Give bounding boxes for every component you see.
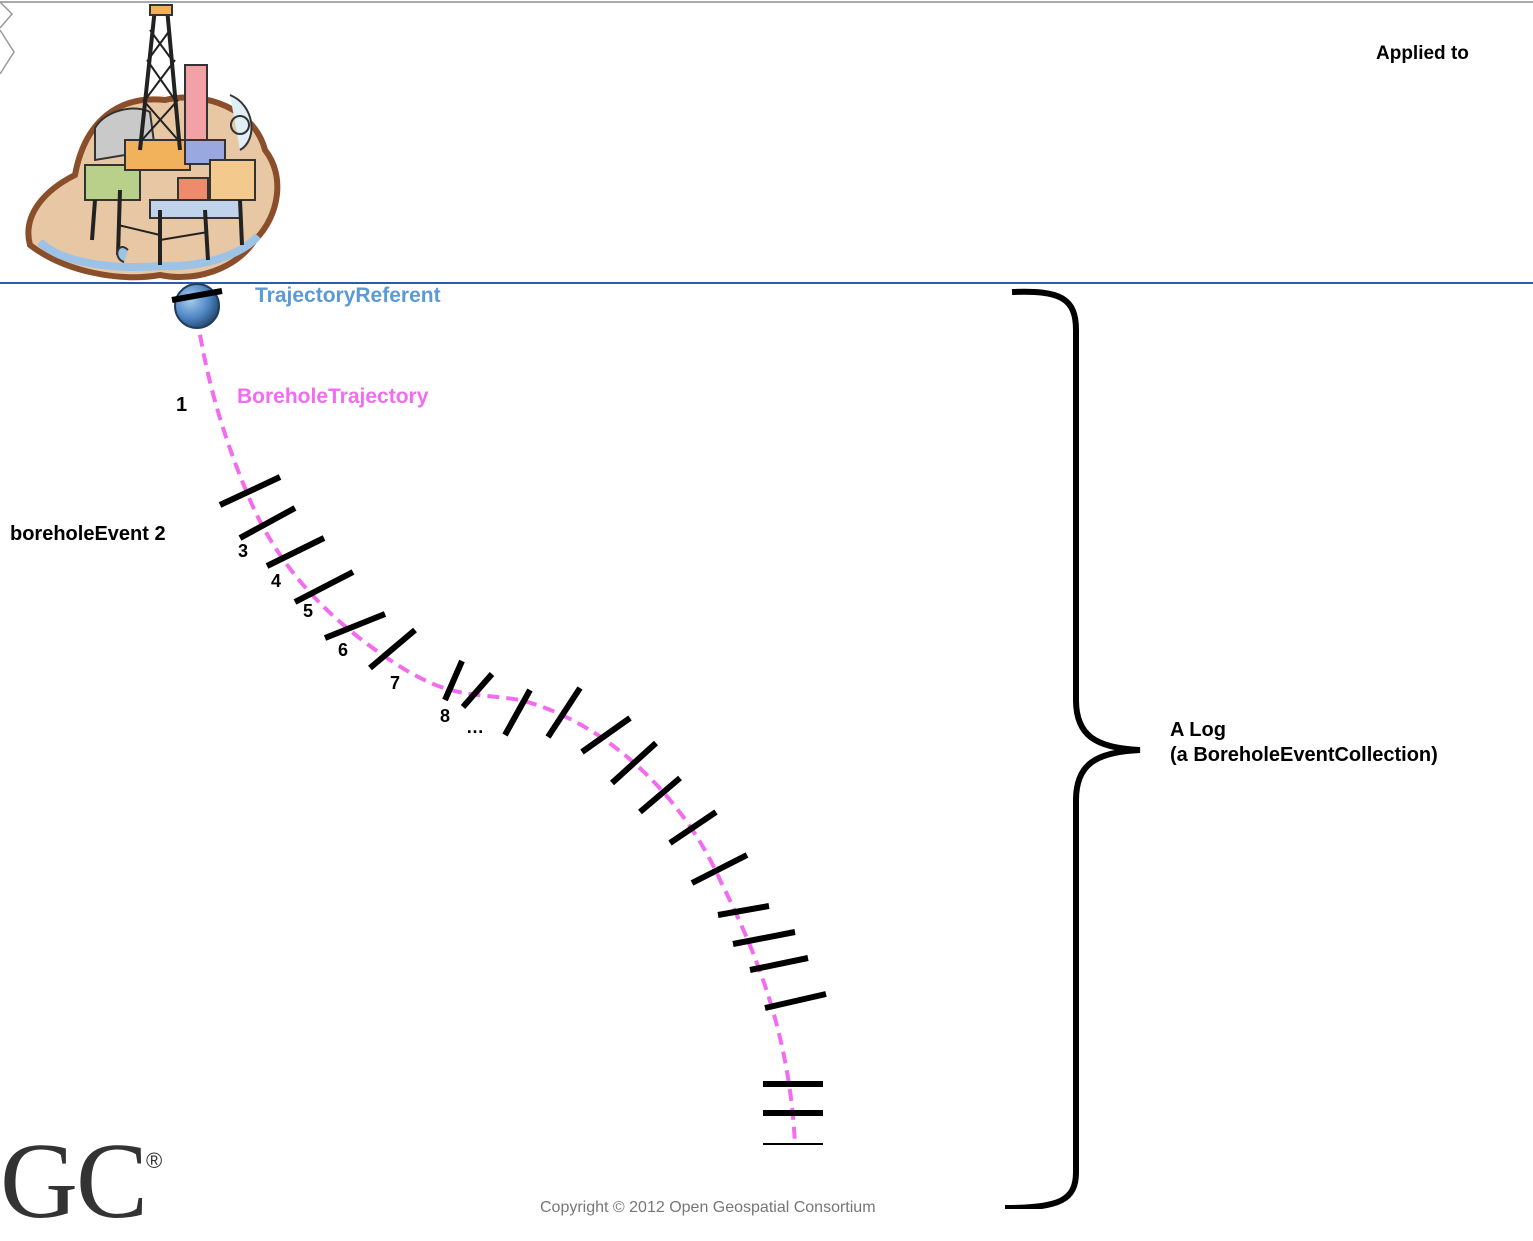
borehole-event-tick bbox=[460, 672, 495, 709]
borehole-event-tick bbox=[368, 627, 417, 671]
referent-tick bbox=[171, 288, 223, 303]
borehole-event-tick bbox=[265, 535, 326, 569]
borehole-event-tick bbox=[764, 991, 827, 1011]
borehole-event-tick bbox=[238, 505, 297, 541]
borehole-event-tick bbox=[717, 903, 770, 918]
chevron-right-icon bbox=[0, 29, 15, 75]
copyright-footer: Copyright © 2012 Open Geospatial Consort… bbox=[540, 1199, 876, 1216]
event-number: 7 bbox=[390, 673, 401, 693]
ellipsis-label: … bbox=[466, 717, 484, 737]
borehole-trajectory-label: BoreholeTrajectory bbox=[237, 385, 429, 408]
chevron-right-icon bbox=[0, 1, 14, 29]
borehole-event-tick bbox=[442, 659, 465, 702]
event-number: 1 bbox=[176, 394, 188, 416]
applied-to-label: Applied to bbox=[1376, 43, 1469, 64]
trajectory-referent-label: TrajectoryReferent bbox=[255, 284, 441, 307]
borehole-event-ticks bbox=[218, 474, 827, 1145]
borehole-event-tick bbox=[668, 809, 718, 846]
borehole-event-tick bbox=[323, 611, 387, 641]
log-title: A Log bbox=[1170, 719, 1226, 741]
borehole-event-tick bbox=[293, 569, 355, 605]
event-number: 3 bbox=[238, 541, 249, 561]
borehole-event-tick bbox=[609, 740, 659, 786]
borehole-event-tick bbox=[690, 852, 749, 886]
borehole-event-label: boreholeEvent 2 bbox=[10, 523, 166, 545]
borehole-event-tick bbox=[545, 686, 583, 739]
event-number: 5 bbox=[303, 601, 314, 621]
oil-platform-icon bbox=[25, 4, 281, 281]
event-number: 6 bbox=[338, 640, 349, 660]
borehole-event-tick bbox=[580, 715, 632, 755]
log-subtitle: (a BoreholeEventCollection) bbox=[1170, 744, 1438, 766]
borehole-event-tick bbox=[502, 688, 533, 737]
borehole-event-tick bbox=[732, 929, 796, 947]
borehole-trajectory-line bbox=[195, 315, 797, 1146]
borehole-event-tick bbox=[749, 955, 809, 973]
borehole-event-tick bbox=[638, 775, 682, 815]
registered-mark: ® bbox=[146, 1148, 163, 1173]
event-number: 8 bbox=[440, 706, 451, 726]
event-number: 4 bbox=[271, 571, 282, 591]
diagram-canvas bbox=[0, 1, 1533, 1209]
ogc-logo-text: GC bbox=[0, 1122, 148, 1241]
borehole-event-tick bbox=[218, 474, 282, 508]
log-brace bbox=[1004, 288, 1141, 1209]
